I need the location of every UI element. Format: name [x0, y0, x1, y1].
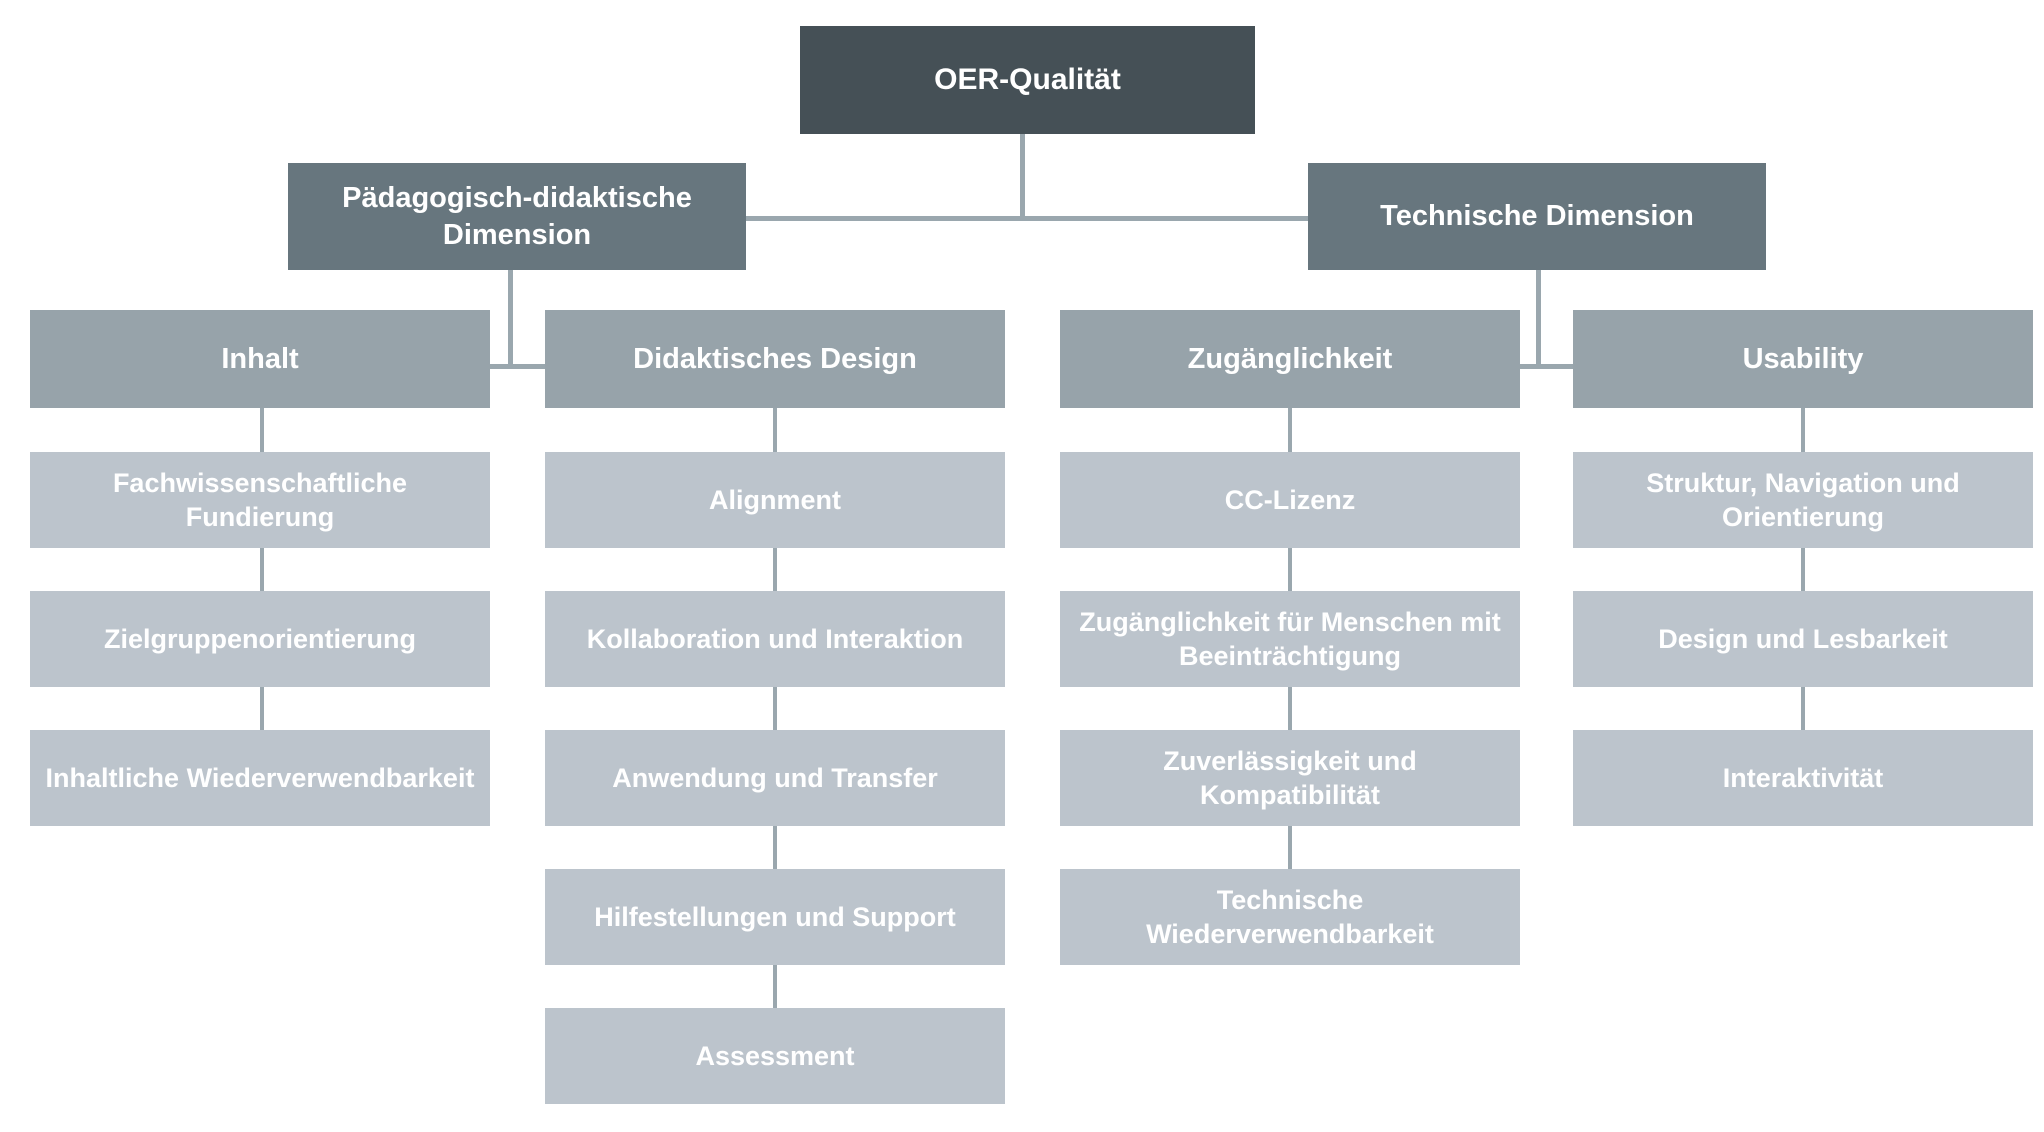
node-leaf-inhaltliche-wiederverwendbarkeit[interactable]: Inhaltliche Wiederverwendbarkeit [30, 730, 490, 826]
node-category-didaktisches-design[interactable]: Didaktisches Design [545, 310, 1005, 408]
node-leaf-technische-wiederverwendbarkeit[interactable]: Technische Wiederverwendbarkeit [1060, 869, 1520, 965]
node-leaf-anwendung-und-transfer[interactable]: Anwendung und Transfer [545, 730, 1005, 826]
node-leaf-struktur-navigation-orientierung[interactable]: Struktur, Navigation und Orientierung [1573, 452, 2033, 548]
node-leaf-fachwissenschaftliche-fundierung[interactable]: Fachwissenschaftliche Fundierung [30, 452, 490, 548]
connector-col4-1 [1801, 408, 1805, 454]
node-leaf-design-und-lesbarkeit[interactable]: Design und Lesbarkeit [1573, 591, 2033, 687]
connector-pedagogic-bar [490, 364, 548, 369]
node-leaf-zuverlaessigkeit-und-kompatibilitaet[interactable]: Zuverlässigkeit und Kompatibilität [1060, 730, 1520, 826]
node-leaf-cc-lizenz[interactable]: CC-Lizenz [1060, 452, 1520, 548]
connector-col2-3 [773, 686, 777, 732]
connector-col3-4 [1288, 825, 1292, 871]
connector-col2-2 [773, 547, 777, 593]
node-category-usability[interactable]: Usability [1573, 310, 2033, 408]
node-leaf-assessment[interactable]: Assessment [545, 1008, 1005, 1104]
node-category-inhalt[interactable]: Inhalt [30, 310, 490, 408]
node-dimension-technisch[interactable]: Technische Dimension [1308, 163, 1766, 270]
node-dimension-paedagogisch-didaktisch[interactable]: Pädagogisch-didaktische Dimension [288, 163, 746, 270]
node-leaf-zugaenglichkeit-beeintraechtigung[interactable]: Zugänglichkeit für Menschen mit Beeinträ… [1060, 591, 1520, 687]
connector-col4-3 [1801, 686, 1805, 732]
node-category-zugaenglichkeit[interactable]: Zugänglichkeit [1060, 310, 1520, 408]
connector-pedagogic-stem [508, 268, 513, 366]
node-leaf-interaktivitaet[interactable]: Interaktivität [1573, 730, 2033, 826]
node-leaf-hilfestellungen-und-support[interactable]: Hilfestellungen und Support [545, 869, 1005, 965]
connector-col3-3 [1288, 686, 1292, 732]
connector-col2-4 [773, 825, 777, 871]
connector-col1-3 [260, 686, 264, 732]
connector-col2-1 [773, 408, 777, 454]
connector-col1-2 [260, 547, 264, 593]
connector-col2-5 [773, 964, 777, 1010]
connector-col3-2 [1288, 547, 1292, 593]
node-root-oer-qualitaet[interactable]: OER-Qualität [800, 26, 1255, 134]
node-leaf-alignment[interactable]: Alignment [545, 452, 1005, 548]
connector-technical-stem [1536, 268, 1541, 366]
connector-col1-1 [260, 408, 264, 454]
connector-technical-bar [1518, 364, 1576, 369]
node-leaf-kollaboration-und-interaktion[interactable]: Kollaboration und Interaktion [545, 591, 1005, 687]
connector-col4-2 [1801, 547, 1805, 593]
connector-dimension-bar [738, 216, 1312, 221]
node-leaf-zielgruppenorientierung[interactable]: Zielgruppenorientierung [30, 591, 490, 687]
connector-col3-1 [1288, 408, 1292, 454]
connector-root-stem [1020, 132, 1025, 218]
